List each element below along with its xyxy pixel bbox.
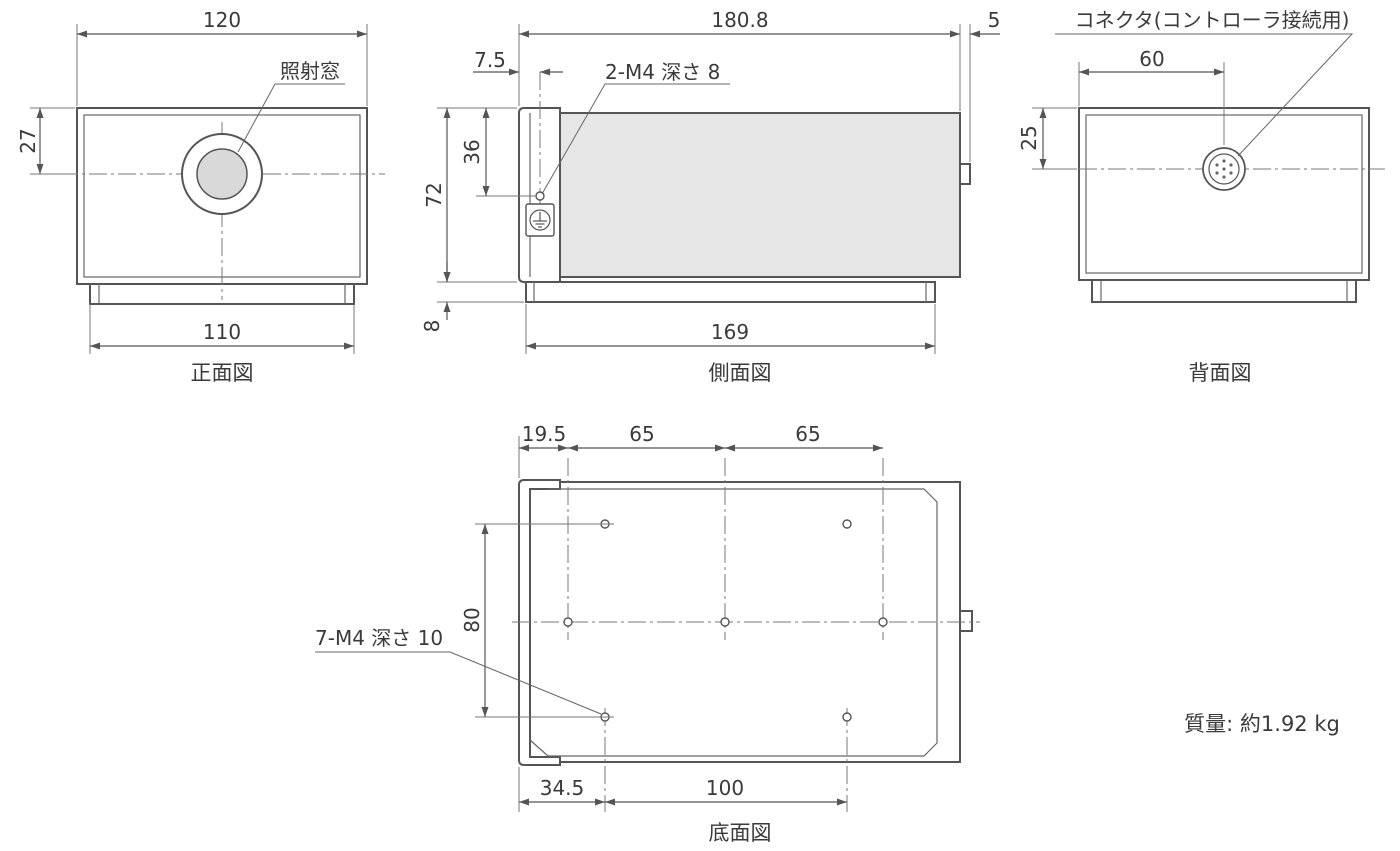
bottom-thread-hole <box>878 617 888 627</box>
irradiation-window <box>196 148 248 200</box>
bottom-view-title: 底面図 <box>709 821 772 845</box>
dim-bottom-pitch-1: 65 <box>629 422 654 446</box>
back-view: コネクタ(コントローラ接続用) 60 25 背面図 <box>1017 8 1385 385</box>
dim-back-connector-x: 60 <box>1139 47 1164 71</box>
side-front-panel <box>518 107 561 283</box>
bottom-connector <box>959 610 973 632</box>
dim-side-front-offset: 7.5 <box>474 48 506 72</box>
front-view-title: 正面図 <box>191 361 254 385</box>
dim-front-width-bottom: 110 <box>203 320 241 344</box>
side-foot <box>525 281 936 303</box>
bottom-thread-hole <box>842 519 852 529</box>
dim-back-connector-y: 25 <box>1017 125 1041 150</box>
side-view-title: 側面図 <box>709 361 772 385</box>
back-foot <box>1091 279 1357 303</box>
dim-bottom-pitch: 100 <box>706 776 744 800</box>
back-view-title: 背面図 <box>1189 361 1252 385</box>
ground-icon <box>525 203 555 237</box>
bottom-thread-hole <box>720 617 730 627</box>
side-body <box>559 112 961 278</box>
dim-side-foot: 8 <box>420 320 444 333</box>
connector-icon <box>1202 147 1246 191</box>
dim-side-base: 169 <box>711 320 749 344</box>
dim-bottom-pitch-2: 65 <box>795 422 820 446</box>
dim-side-length: 180.8 <box>711 8 768 32</box>
front-foot <box>89 283 355 305</box>
connector-label: コネクタ(コントローラ接続用) <box>1075 8 1350 32</box>
window-leader <box>237 83 345 153</box>
bottom-thread-hole <box>842 712 852 722</box>
side-thread-leader <box>541 83 730 195</box>
connector-leader <box>1055 33 1354 157</box>
dim-bottom-first-offset: 19.5 <box>522 422 567 446</box>
bottom-thread-leader <box>315 651 602 715</box>
dim-side-connector: 5 <box>988 8 1001 32</box>
bottom-thread-hole <box>563 617 573 627</box>
dim-front-height: 27 <box>16 128 40 153</box>
bottom-front-panel <box>518 479 561 766</box>
dim-bottom-hole-span: 80 <box>460 607 484 632</box>
front-view: 120 110 27 照射窓 正面図 <box>16 8 385 385</box>
side-view: 180.8 5 7.5 2-M4 深さ 8 72 36 8 169 側面図 <box>420 8 1000 385</box>
window-label: 照射窓 <box>280 59 340 83</box>
bottom-view: 19.5 65 65 80 7-M4 深さ 10 34.5 100 底面図 <box>315 422 980 845</box>
dim-side-height: 72 <box>422 182 446 207</box>
mass-label: 質量: 約1.92 kg <box>1184 712 1340 736</box>
bottom-inner-outline <box>529 488 938 757</box>
dim-side-thread-height: 36 <box>460 139 484 164</box>
dim-bottom-offset: 34.5 <box>540 776 585 800</box>
side-thread-label: 2-M4 深さ 8 <box>605 60 720 84</box>
dim-front-width-top: 120 <box>203 8 241 32</box>
bottom-thread-label: 7-M4 深さ 10 <box>315 626 443 650</box>
side-connector <box>959 163 971 185</box>
